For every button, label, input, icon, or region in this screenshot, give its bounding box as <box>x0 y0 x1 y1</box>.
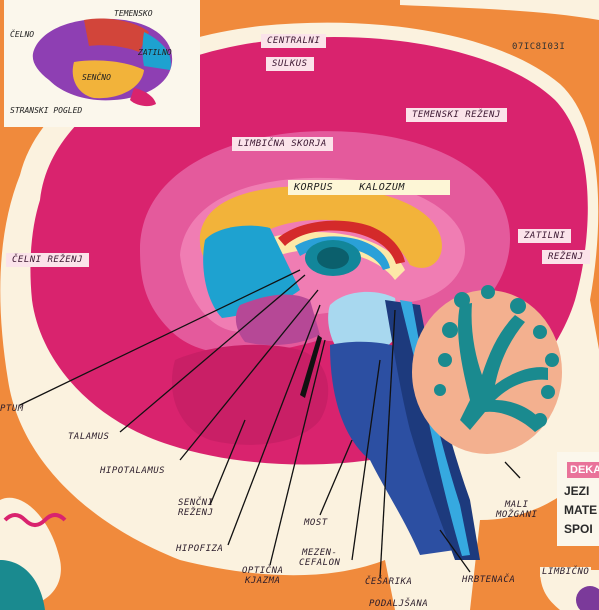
label-temporal-lobe: SENČNI REŽENJ <box>178 498 214 519</box>
label-midbrain: MEZEN- CEFALON <box>299 548 340 569</box>
tag-frontal: ČELNI REŽENJ <box>6 253 89 267</box>
label-cerebellum: MALI MOŽGANI <box>496 500 537 521</box>
label-limbic-corner: LIMBIČNO <box>540 567 591 577</box>
inset-label-front: ČELNO <box>10 30 34 39</box>
label-septum: PTUM <box>0 404 24 414</box>
label-pituitary: HIPOFIZA <box>176 544 223 554</box>
side-panel-head: DEKA <box>567 462 599 478</box>
inset-label-back: ZATILNO <box>138 48 172 57</box>
tag-occipital-1: ZATILNI <box>518 229 571 243</box>
label-medulla: ČEŠARIKA <box>365 577 412 587</box>
side-panel-line-3: SPOI <box>564 522 593 536</box>
side-panel-line-1: JEZI <box>564 484 589 498</box>
side-panel-line-2: MATE <box>564 503 597 517</box>
tag-occipital-2: REŽENJ <box>542 250 590 264</box>
tag-central-2: SULKUS <box>266 57 314 71</box>
inset-label-side: SENČNO <box>82 73 111 82</box>
tag-callosum: KALOZUM <box>359 182 405 193</box>
tag-corpus-callosum: KORPUS KALOZUM <box>288 180 450 195</box>
label-bottom: PODALJŠANA <box>369 599 428 609</box>
thalamus-core <box>317 247 349 269</box>
label-spinal: HRBTENAČA <box>462 575 515 585</box>
label-hypothalamus: HIPOTALAMUS <box>100 466 165 476</box>
lateral-view-inset: TEMENSKO ČELNO ZATILNO SENČNO STRANSKI P… <box>4 0 200 127</box>
tag-limbic-cortex: LIMBIČNA SKORJA <box>232 137 333 151</box>
tag-central-1: CENTRALNI <box>261 34 326 48</box>
tag-corpus: KORPUS <box>294 182 333 193</box>
label-pons: MOST <box>304 518 328 528</box>
tag-parietal: TEMENSKI REŽENJ <box>406 108 507 122</box>
label-optic-chiasm: OPTIČNA KJAZMA <box>242 566 283 587</box>
decor-top-right <box>400 0 599 20</box>
inset-label-top: TEMENSKO <box>114 9 153 18</box>
label-thalamus: TALAMUS <box>68 432 109 442</box>
inset-caption: STRANSKI POGLED <box>10 106 82 115</box>
number-strip: 07IC8I03I <box>512 42 565 52</box>
